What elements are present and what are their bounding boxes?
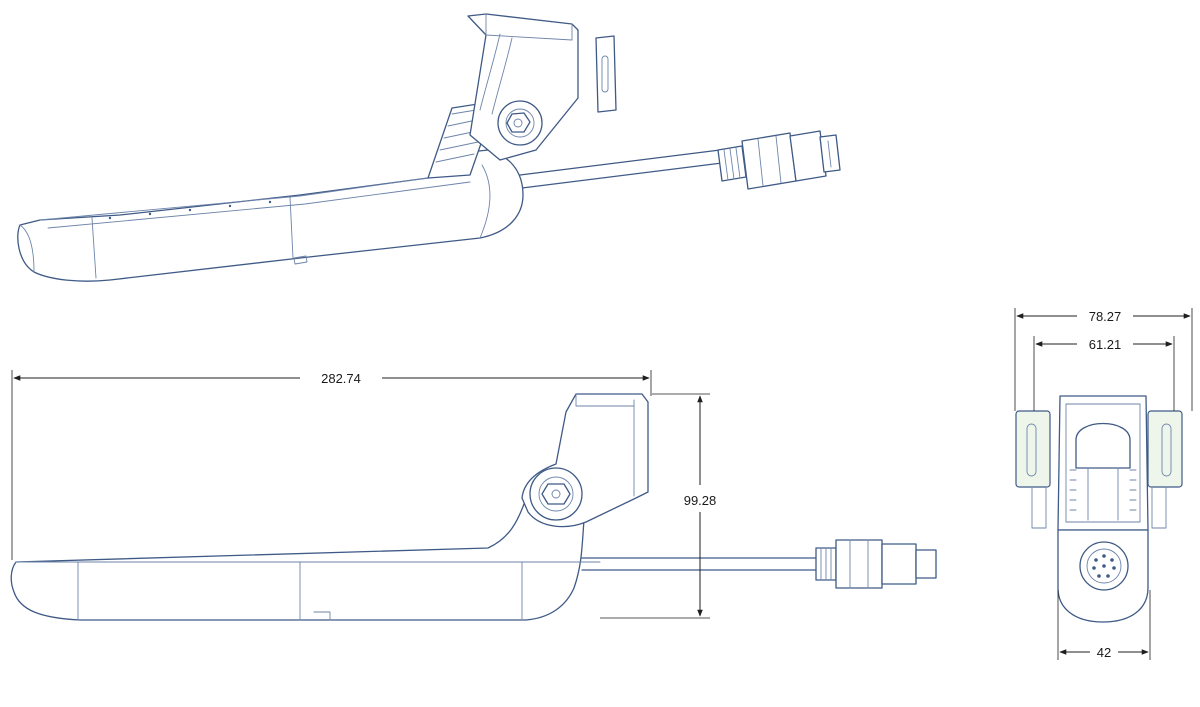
bracket-outer-width-label: 78.27 [1089,309,1122,324]
dimension-bracket-inner-width: 61.21 [1033,336,1175,411]
side-cable [581,539,937,589]
front-body [1057,529,1149,623]
side-body [10,469,601,621]
front-bracket [1057,395,1149,531]
dimension-bracket-outer-width: 78.27 [1014,308,1193,411]
dimension-overall-length: 282.74 [11,370,652,560]
overall-height-label: 99.28 [684,493,717,508]
dimension-overall-height: 99.28 [600,393,717,619]
front-view [1015,395,1183,623]
iso-bracket [467,13,617,161]
isometric-view [17,13,841,282]
right-mount-tab [1147,410,1183,488]
bracket-inner-width-label: 61.21 [1089,337,1122,352]
body-width-label: 42 [1097,645,1111,660]
dimension-body-width: 42 [1057,590,1151,660]
side-view [10,393,937,621]
iso-cable [519,130,841,190]
side-bracket [521,393,649,528]
left-mount-tab [1015,410,1051,488]
overall-length-label: 282.74 [321,371,361,386]
